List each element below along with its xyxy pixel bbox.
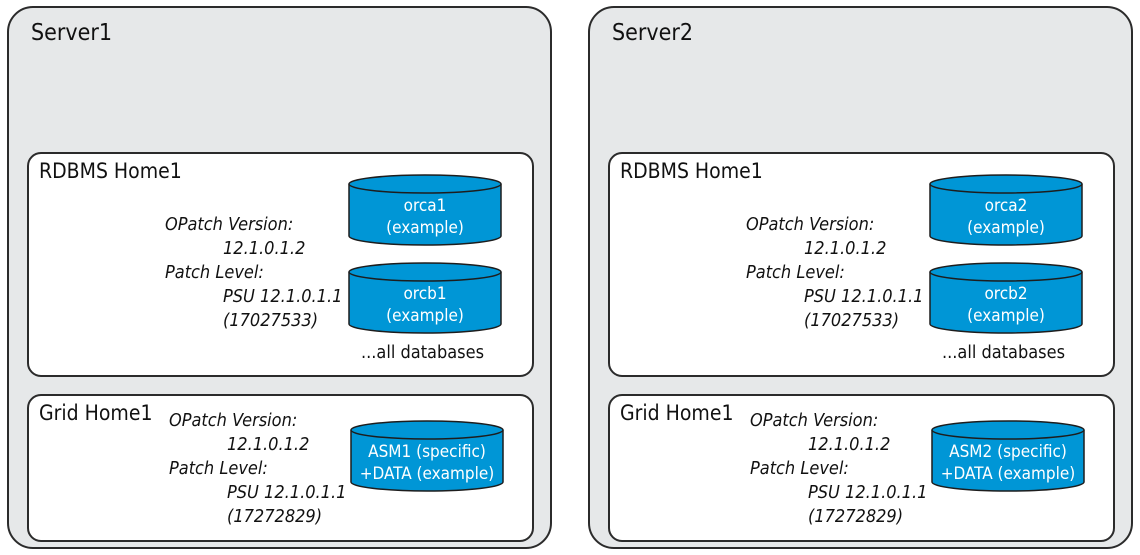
grid-home-title: Grid Home1	[39, 401, 153, 425]
database-name: orcb1	[403, 284, 447, 304]
asm-name: ASM1 (specific)	[368, 442, 486, 462]
server-box-1: Server1 RDBMS Home1 OPatch Version: 12.1…	[7, 6, 552, 549]
asm-name: ASM2 (specific)	[949, 442, 1067, 462]
database-note: (example)	[967, 306, 1045, 326]
opatch-version-value: 12.1.0.1.2	[227, 434, 310, 455]
database-cylinder: orca1 (example)	[347, 174, 503, 246]
patch-level-value: PSU 12.1.0.1.1	[223, 286, 343, 307]
patch-id: (17272829)	[227, 506, 323, 527]
opatch-version-value: 12.1.0.1.2	[223, 238, 306, 259]
opatch-version-label: OPatch Version:	[169, 410, 298, 431]
all-databases-label: ...all databases	[361, 342, 485, 363]
database-cylinder: orcb2 (example)	[928, 262, 1084, 334]
database-note: (example)	[386, 306, 464, 326]
grid-home-box: Grid Home1 OPatch Version: 12.1.0.1.2 Pa…	[608, 394, 1115, 542]
patch-id: (17027533)	[804, 310, 900, 331]
rdbms-home-title: RDBMS Home1	[39, 159, 182, 183]
grid-home-title: Grid Home1	[620, 401, 734, 425]
asm-cylinder: ASM1 (specific) +DATA (example)	[349, 420, 505, 492]
patch-level-label: Patch Level:	[165, 262, 264, 283]
patch-level-value: PSU 12.1.0.1.1	[804, 286, 924, 307]
server-title: Server2	[612, 20, 694, 46]
asm-note: +DATA (example)	[940, 464, 1076, 484]
database-note: (example)	[967, 218, 1045, 238]
database-icon	[929, 174, 1083, 246]
database-icon	[348, 262, 502, 334]
rdbms-home-box: RDBMS Home1 OPatch Version: 12.1.0.1.2 P…	[608, 152, 1115, 377]
patch-level-label: Patch Level:	[750, 458, 849, 479]
asm-note: +DATA (example)	[359, 464, 495, 484]
opatch-version-label: OPatch Version:	[746, 214, 875, 235]
database-icon	[929, 262, 1083, 334]
database-note: (example)	[386, 218, 464, 238]
database-cylinder: orca2 (example)	[928, 174, 1084, 246]
server-title: Server1	[31, 20, 113, 46]
database-name: orca1	[403, 196, 447, 216]
opatch-version-value: 12.1.0.1.2	[804, 238, 887, 259]
patch-id: (17027533)	[223, 310, 319, 331]
server-box-2: Server2 RDBMS Home1 OPatch Version: 12.1…	[588, 6, 1133, 549]
grid-home-box: Grid Home1 OPatch Version: 12.1.0.1.2 Pa…	[27, 394, 534, 542]
opatch-version-value: 12.1.0.1.2	[808, 434, 891, 455]
opatch-version-label: OPatch Version:	[750, 410, 879, 431]
rdbms-home-box: RDBMS Home1 OPatch Version: 12.1.0.1.2 P…	[27, 152, 534, 377]
patch-id: (17272829)	[808, 506, 904, 527]
database-icon	[931, 420, 1085, 492]
patch-level-label: Patch Level:	[746, 262, 845, 283]
patch-level-label: Patch Level:	[169, 458, 268, 479]
patch-level-value: PSU 12.1.0.1.1	[808, 482, 928, 503]
database-cylinder: orcb1 (example)	[347, 262, 503, 334]
database-icon	[348, 174, 502, 246]
database-name: orca2	[984, 196, 1028, 216]
database-name: orcb2	[984, 284, 1028, 304]
rdbms-home-title: RDBMS Home1	[620, 159, 763, 183]
patch-level-value: PSU 12.1.0.1.1	[227, 482, 347, 503]
database-icon	[350, 420, 504, 492]
asm-cylinder: ASM2 (specific) +DATA (example)	[930, 420, 1086, 492]
opatch-version-label: OPatch Version:	[165, 214, 294, 235]
all-databases-label: ...all databases	[942, 342, 1066, 363]
